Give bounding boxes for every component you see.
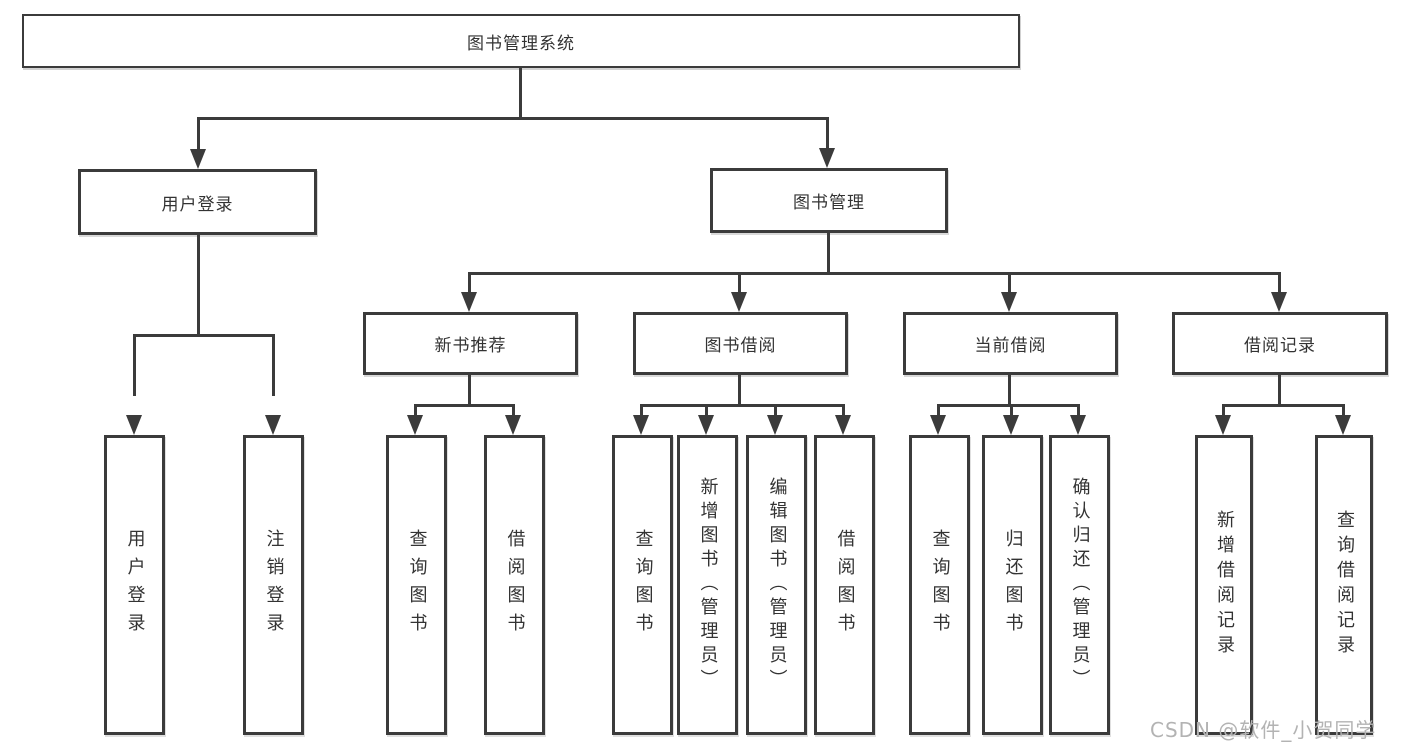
node-new-book-rec: 新书推荐 [363,312,578,375]
connector-line [414,404,515,407]
arrowhead-down-icon [505,415,521,435]
connector-line [640,404,845,407]
connector-line [738,272,741,296]
connector-line [1278,272,1281,296]
node-root: 图书管理系统 [22,14,1020,68]
connector-line [640,404,643,418]
node-leaf-logout: 注销登录 [243,435,304,735]
connector-line [842,404,845,418]
connector-line [826,117,829,150]
connector-line [133,334,136,396]
connector-line [468,375,471,407]
connector-line [774,404,777,418]
node-leaf-logout-label: 注销登录 [263,529,285,641]
node-root-label: 图书管理系统 [467,33,575,54]
node-book-mgmt-branch-label: 图书管理 [793,193,865,213]
arrowhead-down-icon [461,292,477,312]
node-leaf-add-books-admin: 新增图书（管理员） [677,435,738,735]
connector-line [1008,272,1011,296]
node-leaf-edit-books-admin: 编辑图书（管理员） [746,435,807,735]
arrowhead-down-icon [767,415,783,435]
connector-line [519,66,522,120]
node-book-mgmt-branch: 图书管理 [710,168,948,233]
arrowhead-down-icon [1271,292,1287,312]
arrowhead-down-icon [190,149,206,169]
node-leaf-user-login: 用户登录 [104,435,165,735]
node-leaf-confirm-return-admin: 确认归还（管理员） [1049,435,1110,735]
arrowhead-down-icon [633,415,649,435]
node-book-borrow: 图书借阅 [633,312,848,375]
connector-line [414,404,417,418]
node-leaf-confirm-return-admin-label: 确认归还（管理员） [1069,477,1091,693]
node-leaf-query-books-2: 查询图书 [612,435,673,735]
connector-line [937,404,1080,407]
node-user-login-branch: 用户登录 [78,169,317,235]
node-current-borrow-label: 当前借阅 [974,336,1047,356]
arrowhead-down-icon [835,415,851,435]
connector-line [1222,404,1345,407]
arrowhead-down-icon [731,292,747,312]
connector-line [1010,404,1013,418]
node-leaf-borrow-books-1-label: 借阅图书 [504,529,526,641]
connector-line [937,404,940,418]
connector-line [705,404,708,418]
node-user-login-branch-label: 用户登录 [161,194,234,215]
node-borrow-records: 借阅记录 [1172,312,1388,375]
connector-line [1222,404,1225,418]
node-leaf-query-books-2-label: 查询图书 [632,529,654,641]
node-leaf-query-borrow-record-label: 查询借阅记录 [1334,510,1355,660]
connector-line [197,235,200,337]
node-leaf-query-books-3: 查询图书 [909,435,970,735]
connector-line [1077,404,1080,418]
node-leaf-query-books-1-label: 查询图书 [406,529,428,641]
connector-line [197,117,200,151]
node-current-borrow: 当前借阅 [903,312,1118,375]
connector-line [827,233,830,275]
node-leaf-user-login-label: 用户登录 [124,529,146,641]
node-leaf-borrow-books-2: 借阅图书 [814,435,875,735]
node-borrow-records-label: 借阅记录 [1244,336,1316,356]
node-leaf-return-books: 归还图书 [982,435,1043,735]
arrowhead-down-icon [930,415,946,435]
connector-line [1278,375,1281,407]
node-leaf-borrow-books-1: 借阅图书 [484,435,545,735]
node-leaf-borrow-books-2-label: 借阅图书 [834,529,856,641]
connector-line [468,272,471,296]
node-new-book-rec-label: 新书推荐 [434,336,507,356]
arrowhead-down-icon [1335,415,1351,435]
connector-line [738,375,741,407]
arrowhead-down-icon [819,148,835,168]
connector-line [468,272,1281,275]
node-leaf-query-books-1: 查询图书 [386,435,447,735]
node-leaf-query-borrow-record: 查询借阅记录 [1315,435,1373,735]
connector-line [272,334,275,396]
node-leaf-add-books-admin-label: 新增图书（管理员） [697,477,719,693]
connector-line [197,117,829,120]
connector-line [1008,375,1011,407]
csdn-watermark: CSDN @软件_小贺同学 [1150,718,1377,742]
node-leaf-edit-books-admin-label: 编辑图书（管理员） [766,477,788,693]
connector-line [1342,404,1345,418]
node-leaf-add-borrow-record: 新增借阅记录 [1195,435,1253,735]
connector-line [133,334,275,337]
arrowhead-down-icon [265,415,281,435]
node-leaf-add-borrow-record-label: 新增借阅记录 [1214,510,1235,660]
arrowhead-down-icon [126,415,142,435]
arrowhead-down-icon [407,415,423,435]
node-book-borrow-label: 图书借阅 [704,336,777,356]
connector-line [512,404,515,418]
arrowhead-down-icon [1070,415,1086,435]
arrowhead-down-icon [1215,415,1231,435]
arrowhead-down-icon [1003,415,1019,435]
arrowhead-down-icon [698,415,714,435]
node-leaf-return-books-label: 归还图书 [1002,529,1024,641]
arrowhead-down-icon [1001,292,1017,312]
node-leaf-query-books-3-label: 查询图书 [929,529,951,641]
